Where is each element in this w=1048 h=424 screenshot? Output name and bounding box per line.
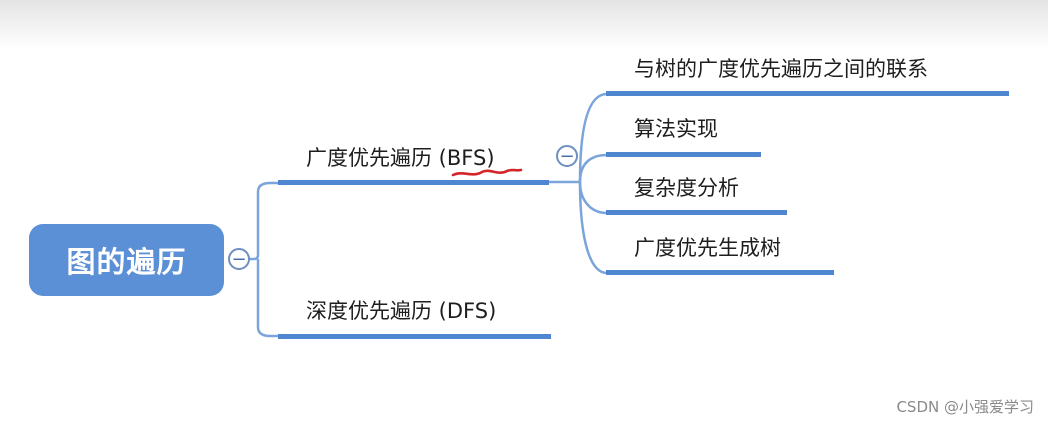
connector-root-dfs [256, 259, 279, 338]
connector-root-bfs [238, 181, 279, 261]
connector-bfs-child-2 [578, 153, 608, 183]
collapse-icon: − [231, 249, 246, 270]
root-node[interactable]: 图的遍历 [29, 224, 224, 296]
underline-bfs [278, 180, 549, 185]
node-bfs-child-1[interactable]: 与树的广度优先遍历之间的联系 [634, 57, 928, 81]
underline-child-2 [606, 152, 761, 157]
node-bfs-child-4[interactable]: 广度优先生成树 [634, 236, 781, 260]
connector-bfs-child-3 [578, 181, 608, 215]
node-dfs[interactable]: 深度优先遍历 (DFS) [306, 299, 497, 323]
connector-bfs-child-1 [578, 92, 608, 183]
collapse-icon: − [559, 146, 574, 167]
collapse-button-bfs-ring [556, 145, 578, 167]
collapse-button-bfs[interactable]: − [556, 145, 578, 167]
connector-bfs-child-4 [578, 181, 608, 275]
red-underline-annotation [451, 168, 523, 177]
node-bfs[interactable]: 广度优先遍历 (BFS) [306, 146, 495, 170]
root-node-label: 图的遍历 [66, 245, 187, 279]
underline-dfs [278, 334, 551, 339]
watermark: CSDN @小强爱学习 [896, 398, 1034, 416]
top-shadow [0, 0, 1048, 50]
node-bfs-child-3[interactable]: 复杂度分析 [634, 176, 739, 200]
underline-child-1 [606, 91, 1009, 96]
underline-child-3 [606, 210, 787, 215]
collapse-button-root[interactable]: − [228, 248, 250, 270]
node-bfs-child-2[interactable]: 算法实现 [634, 117, 718, 141]
underline-child-4 [606, 270, 834, 275]
collapse-button-root-ring [228, 248, 250, 270]
